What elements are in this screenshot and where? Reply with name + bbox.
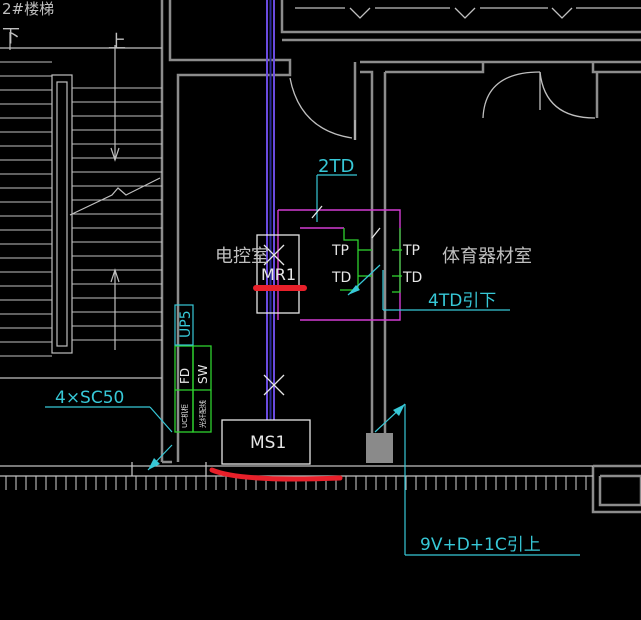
walls — [160, 0, 641, 514]
conduit-label: 4×SC50 — [55, 388, 124, 408]
tp-left-label: TP — [331, 243, 349, 259]
room-sports-label: 体育器材室 — [442, 246, 532, 267]
outlets — [174, 228, 402, 433]
stair-treads — [0, 61, 162, 357]
tp-right-label: TP — [402, 243, 420, 259]
floor-box — [366, 433, 393, 463]
equipment — [221, 234, 311, 465]
ms1-cabinet — [221, 419, 311, 465]
vertical-riser — [266, 0, 275, 420]
floor-tag-label: 2#楼梯 — [2, 0, 54, 18]
down-label: 下 — [2, 26, 20, 47]
small-label-b: 光纤配线 — [198, 400, 207, 428]
stair-arrows — [69, 45, 161, 350]
up-label: 上 — [108, 32, 126, 53]
cable-2td-label: 2TD — [318, 156, 354, 177]
red-markers — [209, 285, 343, 482]
ms1-label: MS1 — [250, 433, 286, 453]
mr1-label: MR1 — [261, 265, 296, 284]
mr1-cabinet — [256, 234, 300, 314]
small-label-a: UC机柜 — [180, 404, 189, 428]
door-arcs — [289, 71, 596, 140]
room-control-label: 电控室 — [215, 246, 269, 267]
up5-label: UP5 — [178, 310, 194, 338]
td-left-label: TD — [331, 270, 351, 286]
sw-label: SW — [196, 364, 210, 384]
text-labels: 2#楼梯 下 上 2TD 电控室 体育器材室 MR1 MS1 TP TD TP … — [2, 0, 541, 555]
td-right-label: TD — [402, 270, 422, 286]
leaders — [45, 174, 580, 556]
arrows — [148, 285, 405, 470]
fd-label: FD — [178, 368, 192, 384]
bottom-ticks — [5, 476, 587, 490]
riser-label: 9V+D+1C引上 — [420, 535, 541, 555]
cable-tray — [277, 209, 401, 321]
top-symbols — [295, 7, 641, 19]
cable-4td-label: 4TD引下 — [428, 291, 496, 311]
break-marks — [311, 205, 381, 239]
